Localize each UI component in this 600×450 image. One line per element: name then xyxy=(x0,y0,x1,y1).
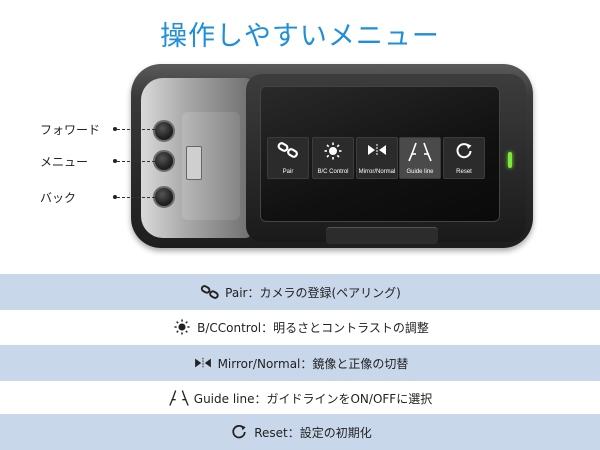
power-led xyxy=(508,152,512,168)
screen-menu-mirror[interactable]: Mirror/Normal xyxy=(356,137,398,179)
callout-dot xyxy=(113,159,117,163)
reset-icon xyxy=(228,421,250,443)
device-latch xyxy=(186,146,202,180)
mirror-icon xyxy=(192,352,214,374)
forward-label: フォワード xyxy=(40,123,101,137)
legend-row-bc-control: B/CControl：明るさとコントラストの調整 xyxy=(0,309,600,345)
mirror-icon xyxy=(368,144,386,156)
screen-menu-label: Pair xyxy=(282,169,294,175)
guide-line-icon xyxy=(408,142,432,162)
legend-text: Pair：カメラの登録(ペアリング) xyxy=(225,285,401,300)
callout-line xyxy=(117,129,155,130)
device-chin xyxy=(326,227,438,244)
legend-row-mirror: Mirror/Normal：鏡像と正像の切替 xyxy=(0,345,600,381)
callout-dot xyxy=(113,195,117,199)
callout-line xyxy=(117,197,155,198)
menu-label: メニュー xyxy=(40,155,89,169)
screen-menu-label: B/C Control xyxy=(317,169,349,175)
screen-menu-guide-line[interactable]: Guide line xyxy=(399,137,441,179)
callout-dot xyxy=(113,127,117,131)
brightness-icon xyxy=(324,142,342,160)
legend-text: Guide line：ガイドラインをON/OFFに選択 xyxy=(193,391,433,406)
chain-link-icon xyxy=(277,142,298,158)
brightness-icon xyxy=(171,316,193,338)
menu-hardware-button[interactable] xyxy=(153,150,175,172)
screen-menu-pair[interactable]: Pair xyxy=(267,137,309,179)
legend-text: Reset：設定の初期化 xyxy=(254,425,372,440)
guide-line-icon xyxy=(168,387,190,409)
legend-row-pair: Pair：カメラの登録(ペアリング) xyxy=(0,274,600,310)
legend-text: Mirror/Normal：鏡像と正像の切替 xyxy=(217,356,409,371)
forward-hardware-button[interactable] xyxy=(153,120,175,142)
screen-menu-reset[interactable]: Reset xyxy=(443,137,485,179)
screen-menu-label: Guide line xyxy=(406,169,434,175)
legend-text: B/CControl：明るさとコントラストの調整 xyxy=(197,320,429,335)
reset-icon xyxy=(456,143,472,159)
legend-row-guide-line: Guide line：ガイドラインをON/OFFに選択 xyxy=(0,380,600,416)
screen-menu-label: Mirror/Normal xyxy=(358,169,396,175)
back-label: バック xyxy=(40,191,77,205)
page-title: 操作しやすいメニュー xyxy=(160,21,440,52)
chain-link-icon xyxy=(199,281,221,303)
callout-line xyxy=(117,161,155,162)
back-hardware-button[interactable] xyxy=(153,186,175,208)
legend-row-reset: Reset：設定の初期化 xyxy=(0,414,600,450)
screen-menu-label: Reset xyxy=(456,169,472,175)
screen-menu-bc-control[interactable]: B/C Control xyxy=(312,137,354,179)
